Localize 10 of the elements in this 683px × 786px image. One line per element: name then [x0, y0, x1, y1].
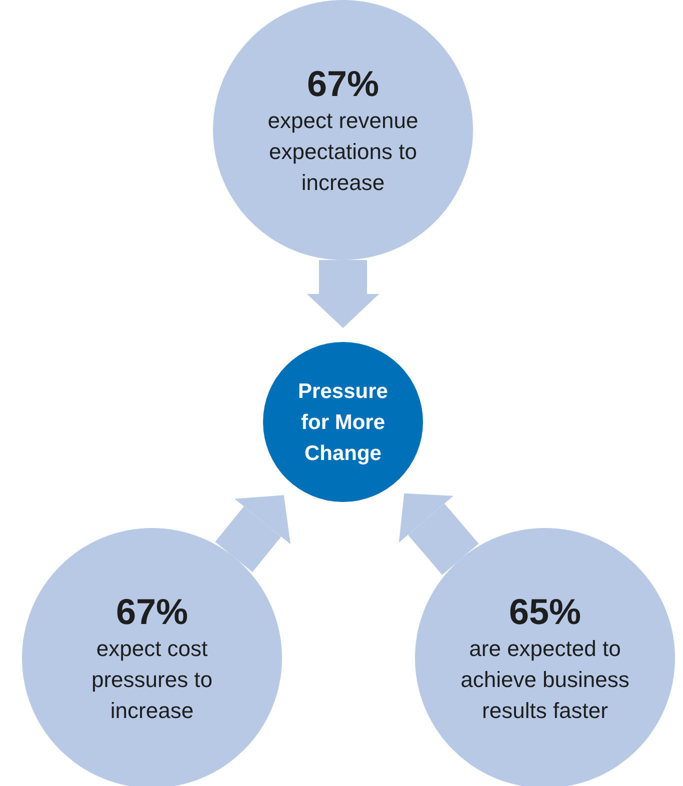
- stat-value: 67%: [306, 62, 380, 104]
- stat-description: expect revenue expectations to increase: [266, 106, 420, 196]
- block-arrow: [398, 493, 479, 575]
- stat-value: 67%: [116, 590, 188, 632]
- stat-description: expect cost pressures to increase: [90, 634, 214, 724]
- stat-description: are expected to achieve business results faster: [460, 634, 630, 724]
- center-label: Pressure for More Change: [297, 378, 389, 466]
- block-arrow: [215, 495, 290, 572]
- block-arrow: [307, 260, 379, 328]
- stat-value: 65%: [508, 590, 582, 632]
